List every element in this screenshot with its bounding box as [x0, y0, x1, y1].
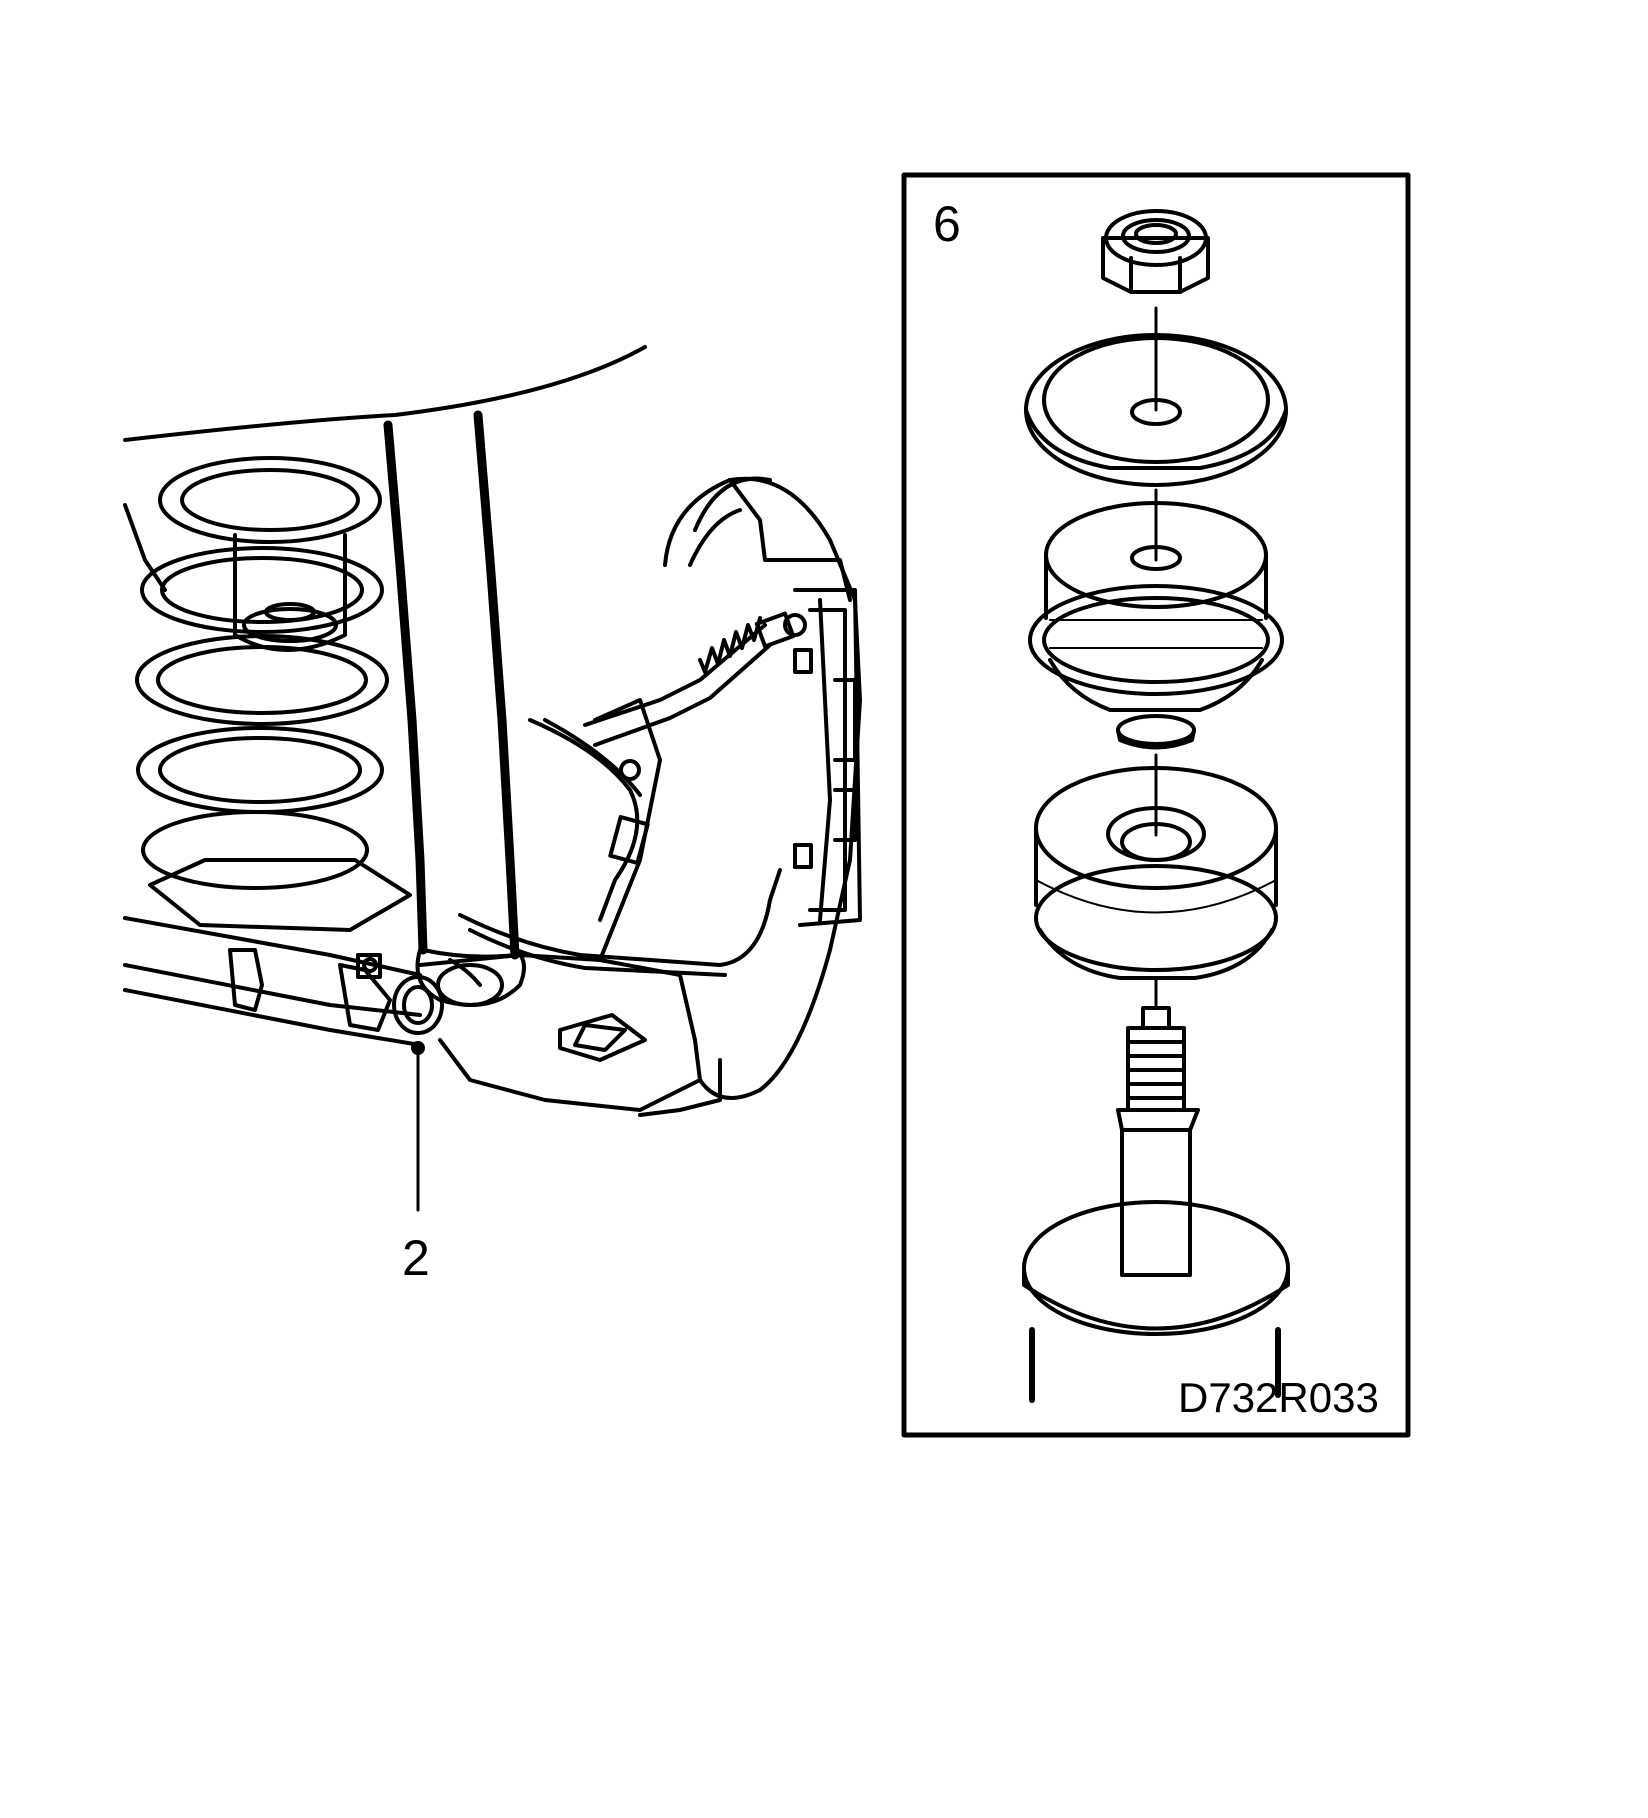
upper-spring-seat [233, 533, 347, 652]
shock-absorber [383, 410, 520, 960]
lower-spring-seat [148, 858, 412, 932]
trailing-arm [418, 698, 702, 1112]
shock-rod [1116, 1006, 1200, 1277]
abs-sensor-cable [528, 718, 650, 922]
reference-code: D732R033 [1178, 1374, 1379, 1421]
upper-rubber-bushing [1028, 501, 1284, 750]
main-assembly-view [123, 345, 862, 1212]
inset-exploded-view [901, 172, 1411, 1438]
brake-pipe [458, 868, 782, 967]
handbrake-cable [583, 611, 807, 747]
callout-2-label: 2 [402, 1230, 430, 1286]
lock-nut [1101, 209, 1210, 294]
callout-2-dot [411, 1041, 425, 1055]
brake-hardware [638, 588, 862, 1117]
body-underside-line [123, 345, 647, 442]
inset-number-label: 6 [933, 196, 961, 252]
axle-beam [123, 916, 422, 1047]
beam-bracket [228, 948, 392, 1032]
inset-frame [901, 172, 1411, 1438]
washer-plate [1024, 333, 1288, 487]
brake-backing-plate [663, 476, 862, 1100]
lower-rubber-bushing [1034, 766, 1278, 980]
lower-shock-mount [392, 948, 526, 1035]
brake-pipe-inner [468, 928, 727, 977]
damper-top [1022, 1200, 1290, 1403]
body-left-edge [123, 503, 167, 592]
coil-spring [135, 456, 389, 890]
